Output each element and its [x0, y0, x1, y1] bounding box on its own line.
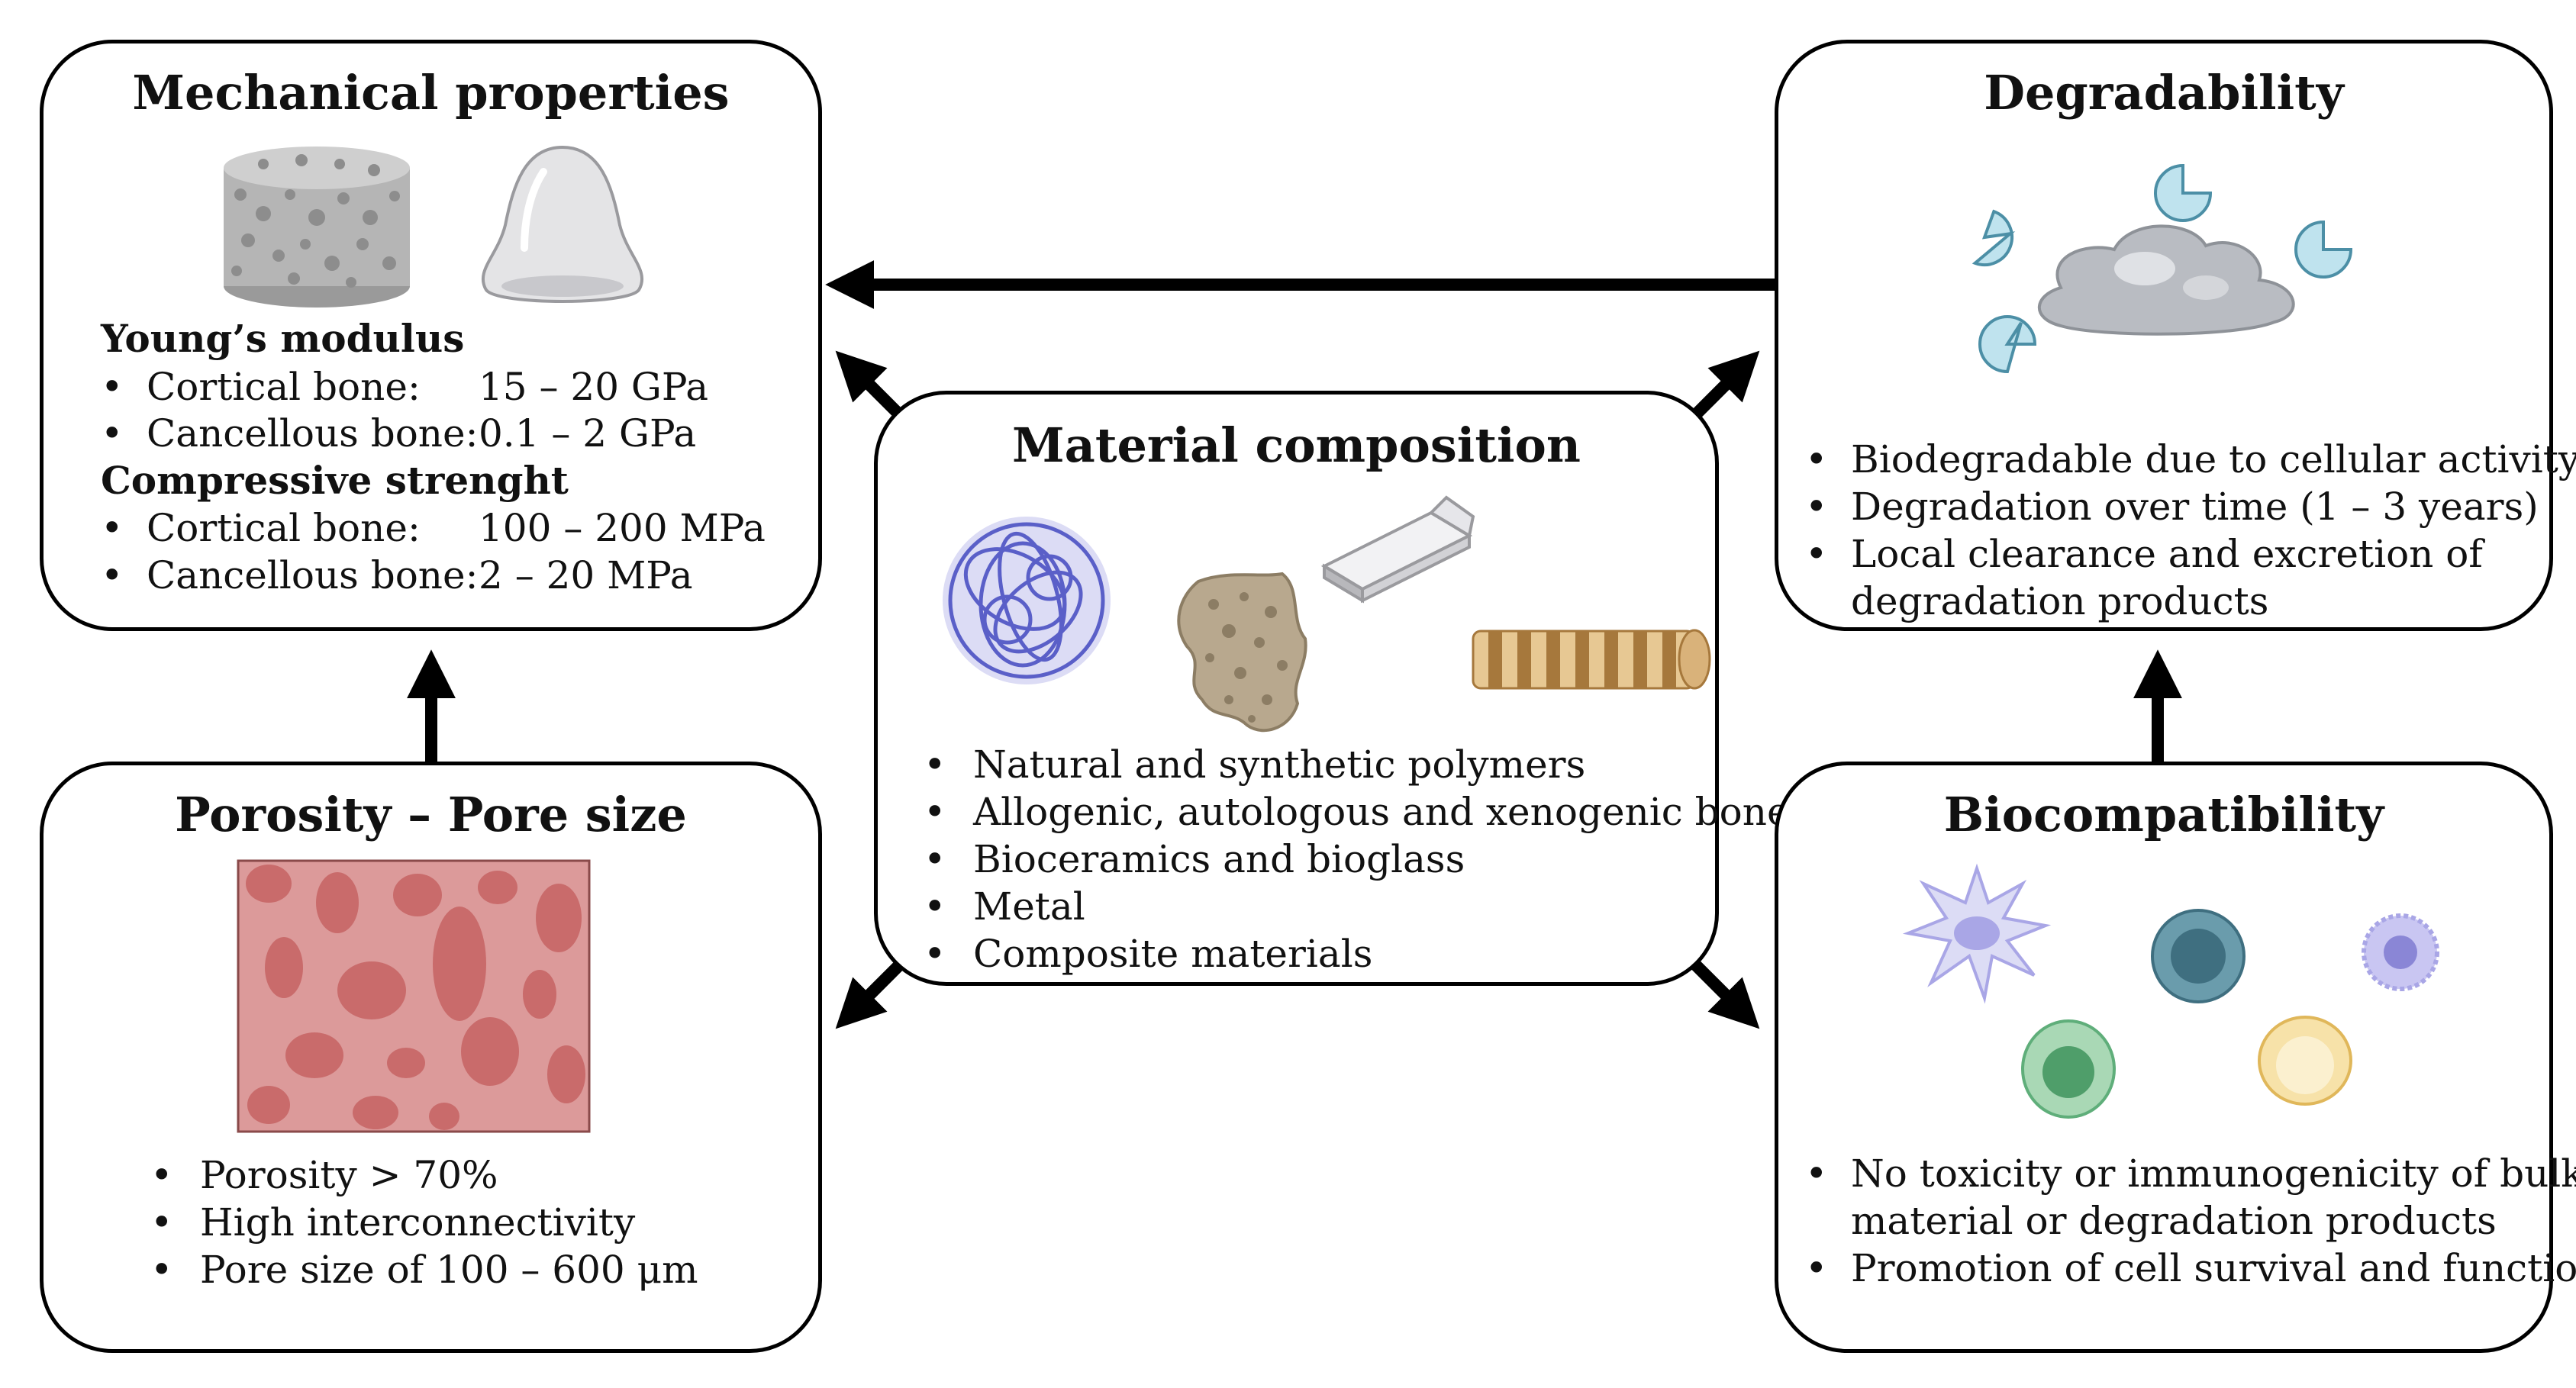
metal-ingot-icon [1320, 495, 1475, 604]
gel-dome-icon [481, 145, 644, 303]
compressive-strength-heading: Compressive strenght [101, 458, 569, 503]
degradability-item-continued: degradation products [1851, 579, 2269, 623]
bullet: • [101, 411, 124, 456]
degradability-title: Degradability [1984, 65, 2344, 121]
bullet: • [1805, 437, 1828, 481]
yellow-cell-icon [2258, 1016, 2352, 1106]
bullet: • [101, 553, 124, 597]
biocompatibility-item: No toxicity or immunogenicity of bulk [1851, 1151, 2576, 1196]
purple-cell-icon [2362, 913, 2439, 991]
bullet: • [924, 742, 946, 787]
cortical-compressive-label: Cortical bone: [147, 506, 421, 550]
material-item: Natural and synthetic polymers [973, 742, 1586, 787]
blue-cell-icon [2151, 909, 2246, 1003]
arrow-material-to-biocompatibility [1686, 955, 1760, 1029]
arrow-material-to-porosity [835, 955, 909, 1029]
cortical-youngs-value: 15 – 20 GPa [479, 365, 709, 409]
bullet: • [150, 1248, 173, 1292]
cancellous-bone-scaffold-icon [224, 147, 410, 308]
cancellous-compressive-value: 2 – 20 MPa [479, 553, 693, 597]
polymer-network-icon [943, 517, 1111, 684]
cancellous-youngs-value: 0.1 – 2 GPa [479, 411, 697, 456]
degrading-material-icon [1971, 163, 2353, 374]
cancellous-youngs-label: Cancellous bone: [147, 411, 479, 456]
bullet: • [1805, 532, 1828, 576]
degradability-item: Biodegradable due to cellular activity [1851, 437, 2576, 481]
arrow-material-to-degradability [1686, 350, 1760, 424]
mechanical-properties-title: Mechanical properties [132, 65, 730, 121]
bullet: • [150, 1200, 173, 1245]
degradability-box: Degradability • Biodegradable due to cel… [1775, 40, 2576, 631]
cortical-youngs-label: Cortical bone: [147, 365, 421, 409]
bullet: • [924, 790, 946, 834]
degradability-item: Degradation over time (1 – 3 years) [1851, 485, 2539, 529]
biocompatibility-item-continued: material or degradation products [1851, 1199, 2497, 1243]
porosity-item: Porosity > 70% [200, 1153, 498, 1197]
bone-chunk-icon [1177, 572, 1307, 733]
fiber-composite-icon [1472, 629, 1711, 690]
biocompatibility-box: Biocompatibility • No toxicity or immuno… [1775, 762, 2576, 1353]
material-item: Composite materials [973, 932, 1373, 976]
material-item: Allogenic, autologous and xenogenic bone [973, 790, 1790, 834]
cancellous-compressive-label: Cancellous bone: [147, 553, 479, 597]
bullet: • [1805, 1246, 1828, 1290]
porosity-item: Pore size of 100 – 600 μm [200, 1248, 698, 1292]
cortical-compressive-value: 100 – 200 MPa [479, 506, 766, 550]
bullet: • [1805, 485, 1828, 529]
dendritic-cell-icon [1902, 863, 2052, 1004]
bullet: • [150, 1153, 173, 1197]
youngs-modulus-heading: Young’s modulus [101, 316, 465, 361]
green-cell-icon [2021, 1019, 2116, 1119]
material-item: Bioceramics and bioglass [973, 837, 1465, 881]
degradability-item: Local clearance and excretion of [1851, 532, 2483, 576]
porosity-item: High interconnectivity [200, 1200, 636, 1245]
bullet: • [924, 884, 946, 929]
porous-tissue-icon [237, 859, 591, 1133]
material-item: Metal [973, 884, 1085, 929]
bullet: • [101, 365, 124, 409]
bullet: • [924, 837, 946, 881]
bullet: • [924, 932, 946, 976]
porosity-box: Porosity – Pore size • Porosity > 70% • … [40, 762, 822, 1353]
biocompatibility-item: Promotion of cell survival and function [1851, 1246, 2576, 1290]
biocompatibility-title: Biocompatibility [1943, 787, 2384, 842]
mechanical-properties-box: Mechanical properties Young’s modulus • … [40, 40, 822, 631]
porosity-title: Porosity – Pore size [175, 787, 687, 842]
bullet: • [101, 506, 124, 550]
material-composition-title: Material composition [1012, 417, 1581, 473]
material-composition-box: Material composition [874, 391, 1790, 986]
bullet: • [1805, 1151, 1828, 1196]
